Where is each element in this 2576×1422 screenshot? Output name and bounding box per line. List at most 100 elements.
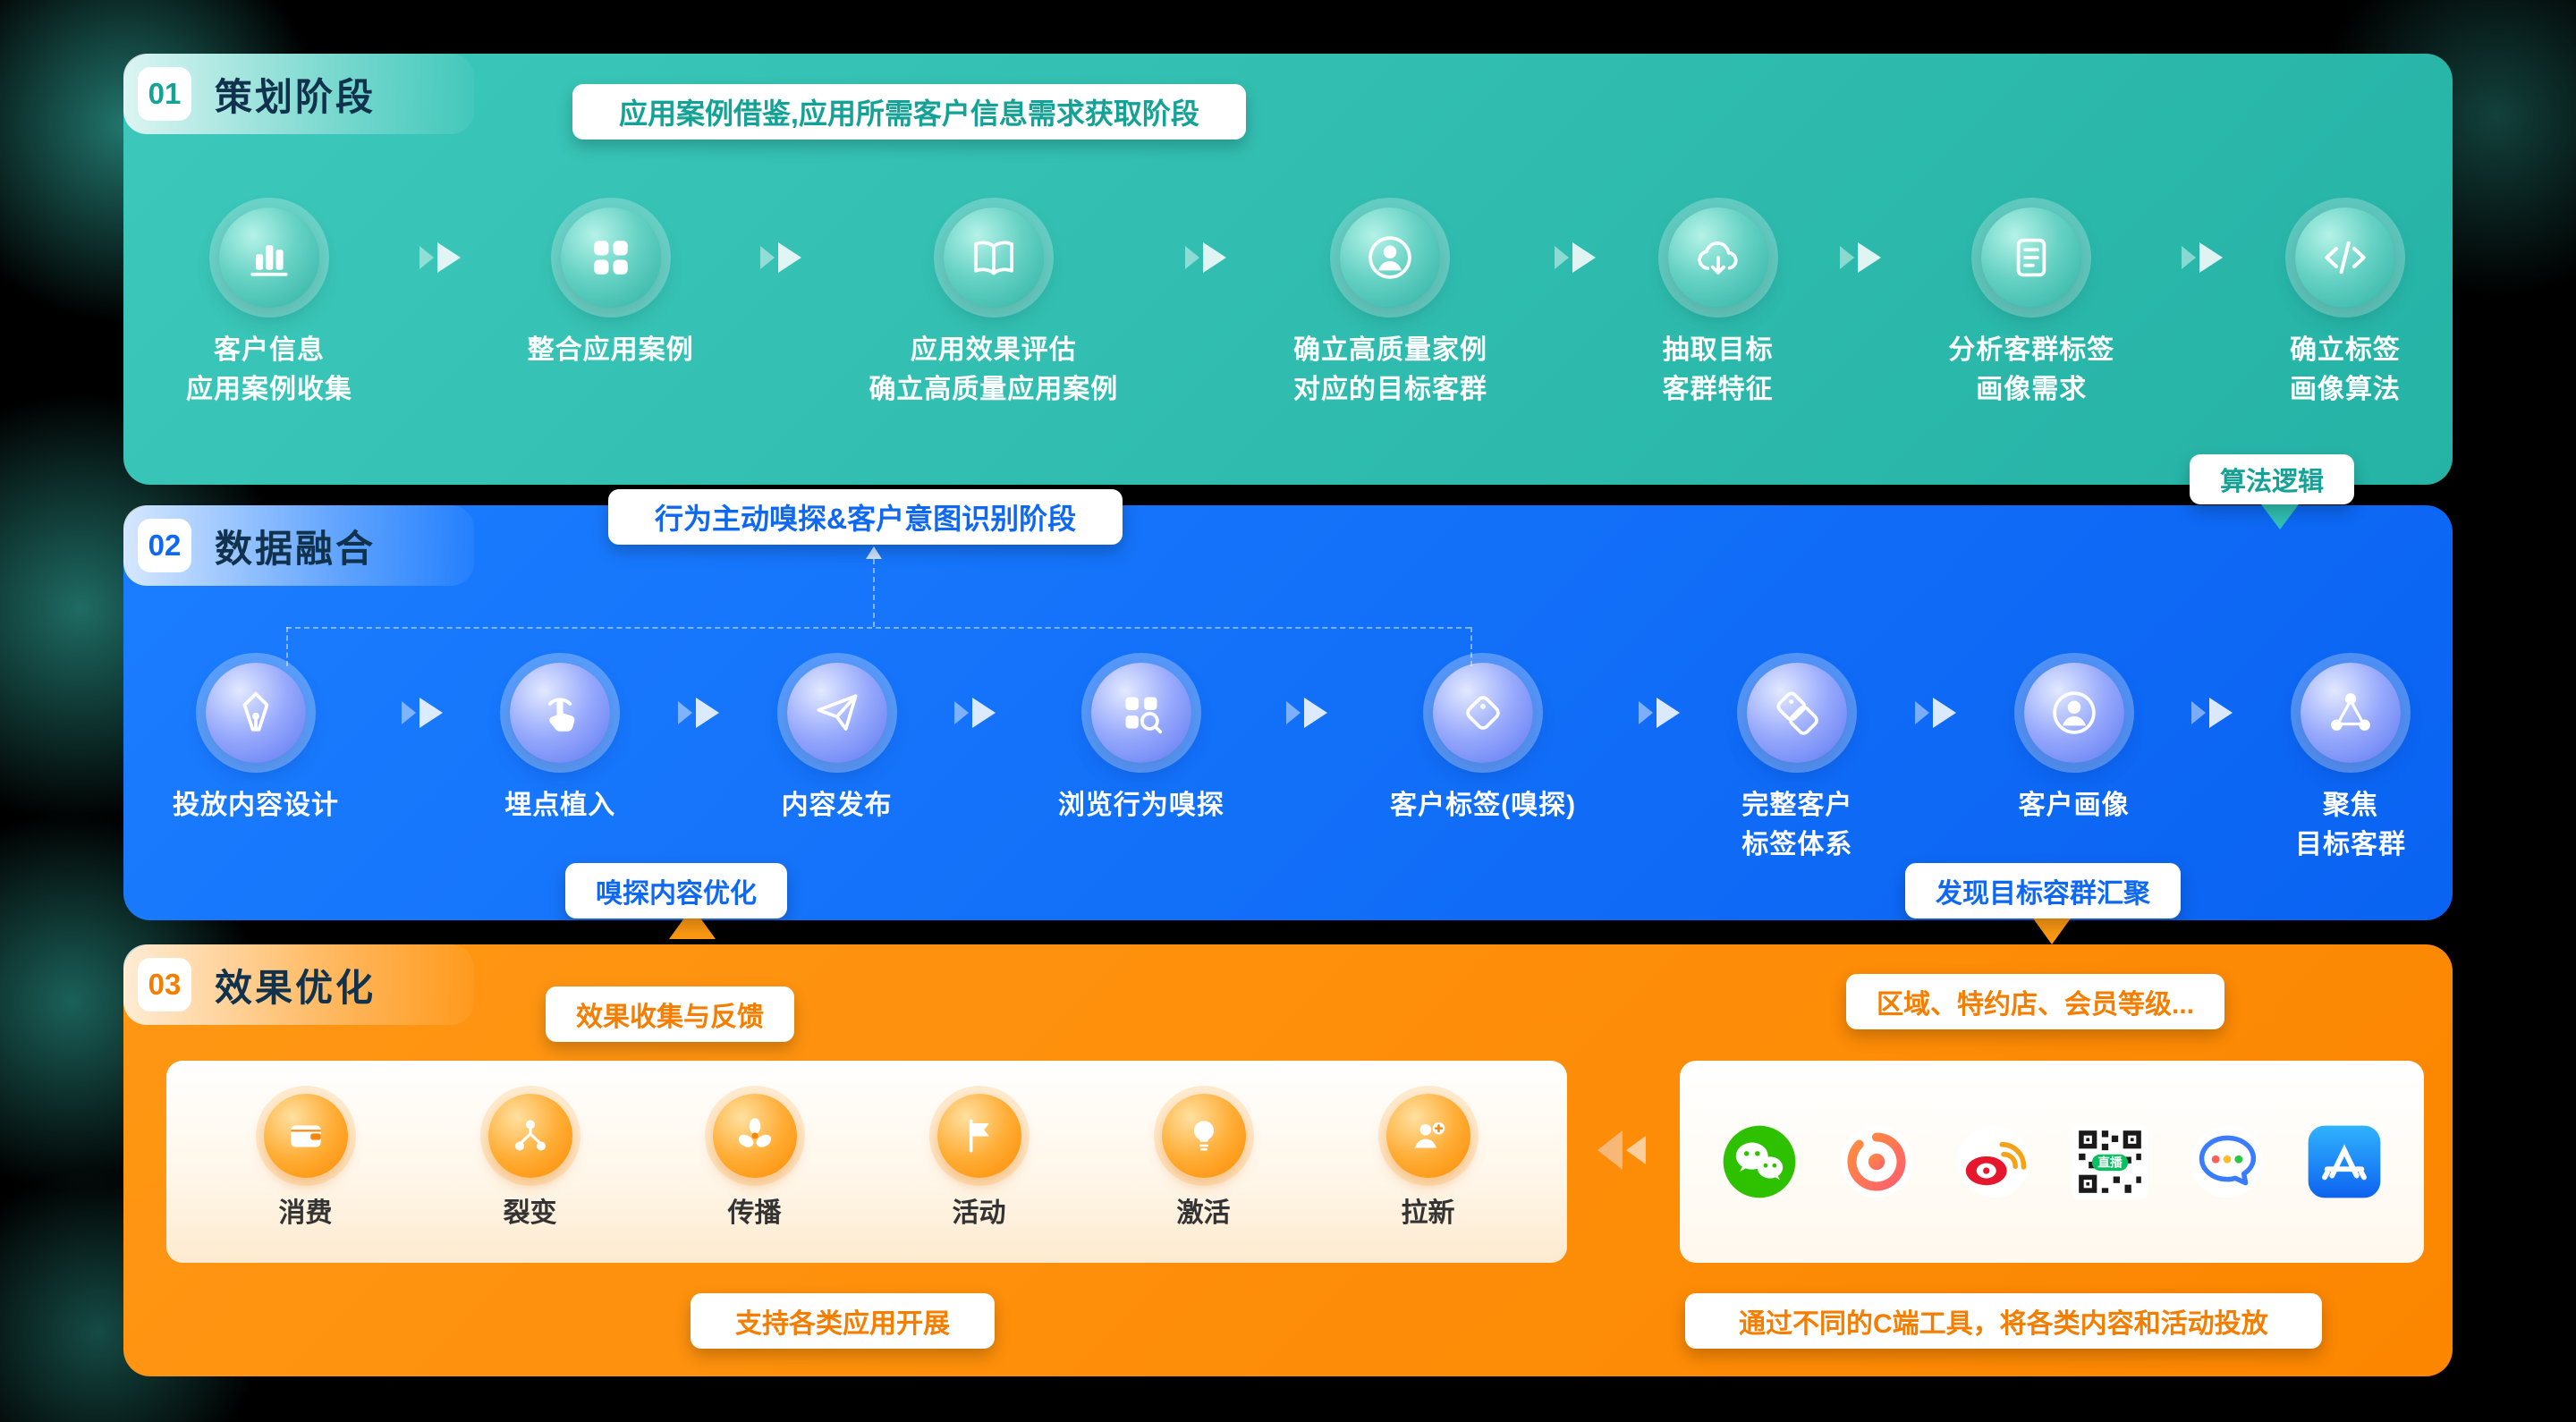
algorithm-logic-pill: 算法逻辑 [2190,454,2355,504]
open-book-icon [943,207,1044,308]
phase-2-banner: 02 数据融合 投放内容设计 埋点植入 [123,505,2453,920]
chevron-right-icon [1178,240,1233,280]
phase-2-title: 数据融合 [215,527,377,570]
phase-1-tag: 01 策划阶段 [123,54,475,134]
action-label: 活动 [952,1198,1006,1228]
document-icon [1981,207,2082,308]
step-effect-evaluate: 应用效果评估 确立高质量应用案例 [869,207,1118,409]
chevron-right-icon [1547,240,1603,280]
tools-pill: 通过不同的C端工具，将各类内容和活动投放 [1685,1293,2322,1349]
chevron-right-icon [1631,695,1687,735]
step-customer-tag: 客户标签(嗅探) [1390,663,1576,825]
action-label: 传播 [727,1198,782,1228]
app-store-icon [2305,1122,2384,1201]
phase-2-number: 02 [138,519,191,572]
chevron-right-icon [753,240,809,280]
phase-3-tag: 03 效果优化 [123,944,475,1025]
dashed-connector [873,559,875,627]
actions-card: 消费 裂变 传播 活动 [166,1061,1567,1263]
arrow-up-icon [866,546,882,559]
phase-1-title: 策划阶段 [215,75,377,118]
action-consume: 消费 [263,1094,348,1230]
user-icon [2023,663,2124,763]
action-label: 裂变 [503,1198,557,1228]
chevron-right-icon [412,240,468,280]
chevron-left-icon [1592,1127,1655,1178]
phase-2-tag: 02 数据融合 [123,505,475,586]
step-label: 客户画像 [2018,791,2130,820]
action-spread: 传播 [712,1094,797,1230]
feedback-pill: 效果收集与反馈 [546,986,794,1042]
step-label: 确立标签 画像算法 [2289,335,2401,404]
support-pill: 支持各类应用开展 [691,1293,995,1349]
phase-3-number: 03 [138,958,191,1011]
action-acquire: 拉新 [1385,1094,1470,1230]
chevron-right-icon [1908,695,1963,735]
step-label: 整合应用案例 [527,335,694,365]
phase-2-steps-row: 投放内容设计 埋点植入 内容发布 [173,663,2406,864]
phase-2-subtitle-pill: 行为主动嗅探&客户意图识别阶段 [608,489,1123,545]
tags-icon [1747,663,1848,763]
step-extract-features: 抽取目标 客群特征 [1663,207,1774,409]
wallet-icon [263,1094,348,1178]
chevron-right-icon [1833,240,1888,280]
chevron-right-icon [1279,695,1335,735]
wechat-icon [1720,1122,1799,1201]
step-label: 分析客群标签 画像需求 [1948,335,2115,404]
chevron-right-icon [394,695,450,735]
step-label: 埋点植入 [504,791,616,820]
wechat-channels-icon [1837,1122,1916,1201]
step-label: 投放内容设计 [173,791,339,820]
code-icon [2294,207,2395,308]
dashed-connector [286,627,1470,629]
segments-pill: 区域、特约店、会员等级... [1846,974,2225,1029]
step-label: 客户标签(嗅探) [1390,791,1577,820]
step-case-integrate: 整合应用案例 [528,207,694,370]
action-label: 消费 [278,1198,333,1228]
fan-icon [712,1094,797,1178]
user-icon [1340,207,1441,308]
sniff-optimize-pill: 嗅探内容优化 [565,863,787,918]
step-content-design: 投放内容设计 [173,663,339,825]
cloud-download-icon [1667,207,1768,308]
grid-icon [560,207,661,308]
tap-icon [510,663,611,763]
action-label: 拉新 [1401,1198,1455,1228]
step-label: 确立高质量家例 对应的目标客群 [1292,335,1487,404]
action-campaign: 活动 [936,1094,1021,1230]
bulb-icon [1161,1094,1246,1178]
user-plus-icon [1385,1094,1470,1178]
weibo-icon [1954,1122,2033,1201]
qr-code-icon: 直播 [2071,1122,2149,1201]
step-browse-sniff: 浏览行为嗅探 [1058,663,1224,825]
dashed-connector [1470,627,1472,666]
phase-1-steps-row: 客户信息 应用案例收集 整合应用案例 应用效果评估 确立高质量应用案例 [186,207,2401,409]
pen-icon [206,663,306,763]
step-label: 浏览行为嗅探 [1057,791,1224,820]
step-publish: 内容发布 [782,663,893,825]
step-target-group: 确立高质量家例 对应的目标客群 [1293,207,1487,409]
flag-icon [936,1094,1021,1178]
split-icon [487,1094,572,1178]
chevron-right-icon [947,695,1003,735]
dashed-connector [286,627,288,666]
step-case-collect: 客户信息 应用案例收集 [186,207,352,409]
apps-card: 直播 [1680,1061,2424,1263]
share-network-icon [2300,663,2401,763]
step-label: 客户信息 应用案例收集 [186,335,352,404]
bar-chart-icon [219,207,319,308]
chevron-right-icon [671,695,726,735]
step-define-algorithm: 确立标签 画像算法 [2290,207,2401,409]
step-label: 完整客户 标签体系 [1741,791,1853,859]
tag-icon [1433,663,1534,763]
action-fission: 裂变 [487,1094,572,1230]
action-activate: 激活 [1161,1094,1246,1230]
step-analyze-tags: 分析客群标签 画像需求 [1948,207,2114,409]
step-label: 聚焦 目标客群 [2294,791,2406,859]
chat-bubble-icon [2188,1122,2267,1201]
step-label: 应用效果评估 确立高质量应用案例 [869,335,1119,404]
paper-plane-icon [786,663,887,763]
step-label: 抽取目标 客群特征 [1662,335,1774,404]
chevron-right-icon [2174,240,2230,280]
